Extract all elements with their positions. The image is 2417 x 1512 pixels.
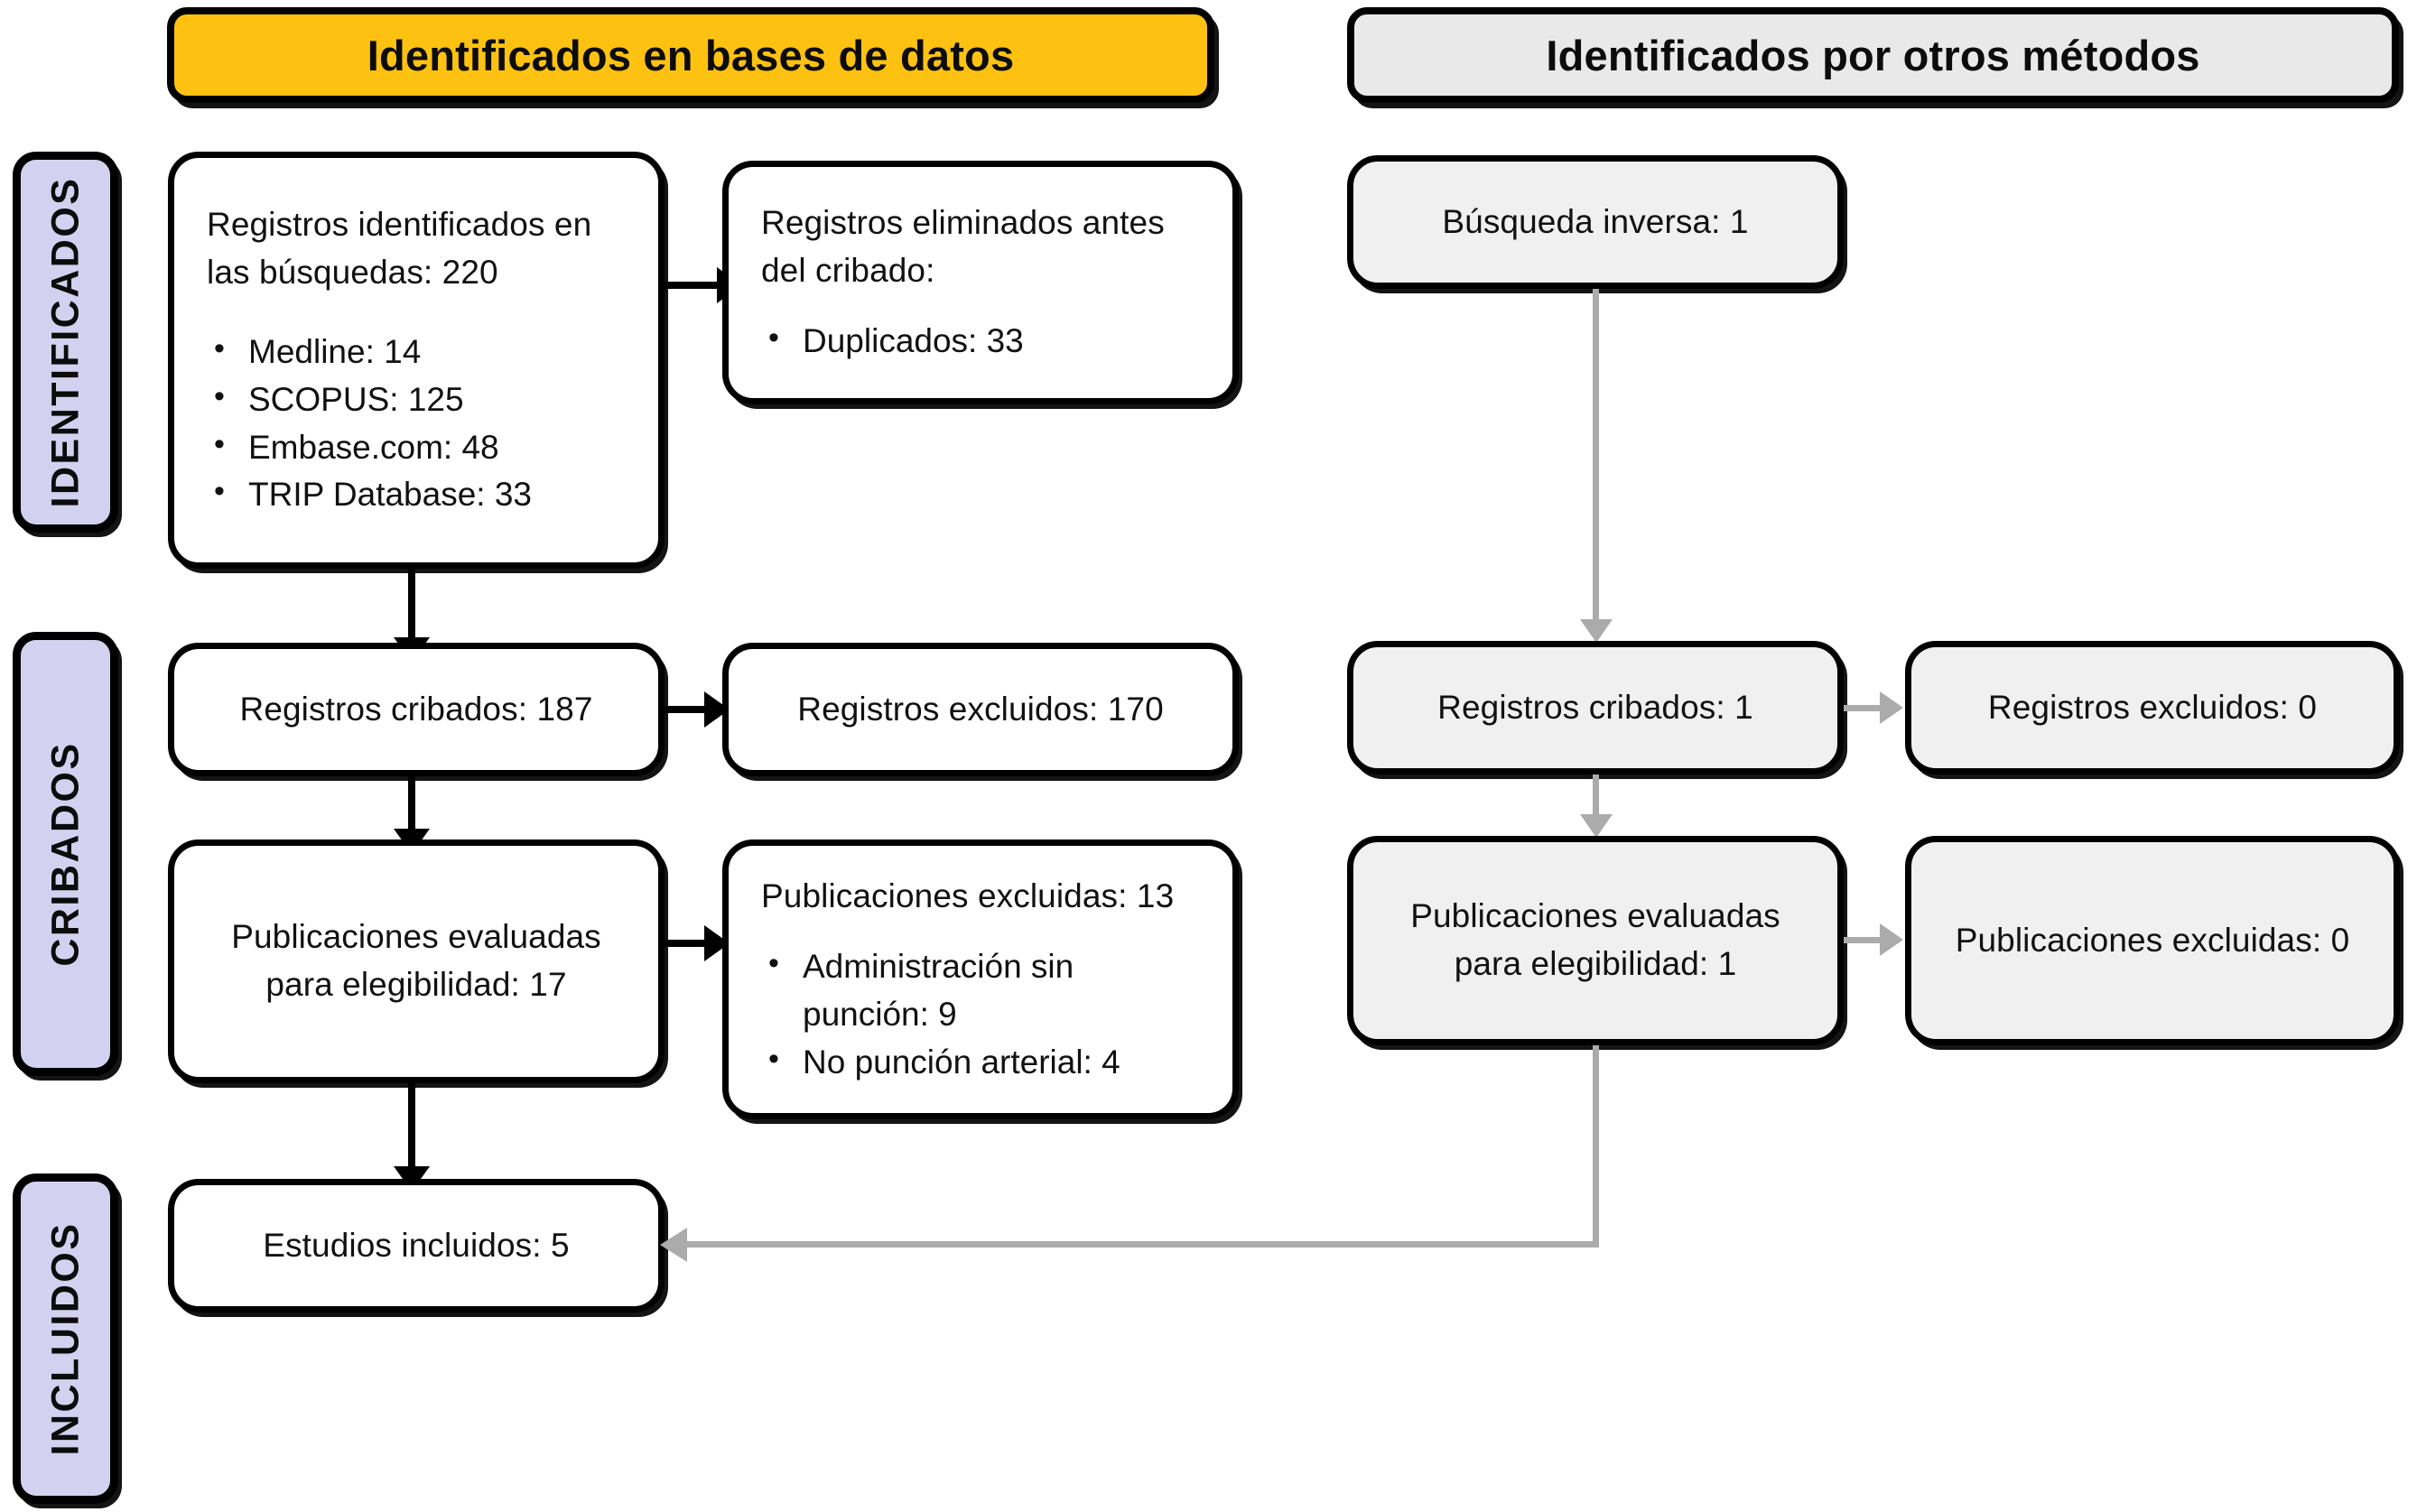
arrow-other-to-included-horizontal bbox=[686, 1241, 1599, 1248]
node-records-excluded: Registros excluidos: 170 bbox=[722, 643, 1239, 776]
node-records-identified: Registros identificados en las búsquedas… bbox=[168, 152, 665, 569]
node-records-screened: Registros cribados: 187 bbox=[168, 643, 665, 776]
publications-excluded-heading: Publicaciones excluidas: 13 bbox=[761, 877, 1175, 914]
header-identified-other-methods: Identificados por otros métodos bbox=[1347, 7, 2399, 103]
arrow-other-to-included-vertical bbox=[1593, 1045, 1599, 1248]
source-item: SCOPUS: 125 bbox=[207, 375, 635, 424]
node-records-removed-before-screening: Registros eliminados antes del cribado: … bbox=[722, 161, 1239, 404]
publications-eligibility-line1: Publicaciones evaluadas bbox=[231, 918, 601, 956]
records-removed-line1: Registros eliminados antes bbox=[761, 204, 1165, 242]
node-reverse-search: Búsqueda inversa: 1 bbox=[1347, 155, 1844, 289]
records-removed-line2: del cribado: bbox=[761, 251, 935, 289]
arrow-eligibility-other-to-pubexcluded-line bbox=[1844, 937, 1882, 943]
arrow-eligibility-to-included-line bbox=[408, 1083, 415, 1172]
arrow-screened-to-excluded-line bbox=[665, 706, 706, 713]
records-excluded-other-label: Registros excluidos: 0 bbox=[1987, 688, 2318, 726]
reverse-search-label: Búsqueda inversa: 1 bbox=[1442, 202, 1749, 240]
arrow-screened-other-to-eligibility-head bbox=[1580, 814, 1613, 838]
records-screened-other-label: Registros cribados: 1 bbox=[1437, 688, 1753, 726]
header-identified-databases: Identificados en bases de datos bbox=[167, 7, 1214, 103]
arrow-screened-other-to-excluded-head bbox=[1880, 691, 1903, 724]
publications-excluded-items: Administración sin punción: 9 No punción… bbox=[761, 942, 1209, 1087]
records-identified-line1: Registros identificados en bbox=[207, 206, 592, 244]
source-item: Medline: 14 bbox=[207, 327, 635, 376]
stage-label-incluidos: INCLUIDOS bbox=[13, 1173, 118, 1504]
source-item: Embase.com: 48 bbox=[207, 422, 635, 472]
excluded-reason-item: No punción arterial: 4 bbox=[761, 1037, 1209, 1087]
publications-eligibility-line2: para elegibilidad: 17 bbox=[265, 966, 567, 1003]
node-studies-included: Estudios incluidos: 5 bbox=[168, 1179, 665, 1313]
arrow-identified-to-screened-line bbox=[408, 569, 415, 641]
studies-included-label: Estudios incluidos: 5 bbox=[263, 1226, 570, 1264]
stage-label-cribados-text: CRIBADOS bbox=[43, 741, 87, 967]
excluded-reason-item: Administración sin punción: 9 bbox=[761, 942, 1209, 1038]
arrow-other-to-included-head bbox=[660, 1228, 687, 1262]
arrow-reverse-to-screened-head bbox=[1580, 619, 1613, 643]
publications-eligibility-other-line2: para elegibilidad: 1 bbox=[1454, 945, 1737, 982]
stage-label-incluidos-text: INCLUIDOS bbox=[43, 1221, 87, 1456]
node-records-screened-other: Registros cribados: 1 bbox=[1347, 641, 1844, 775]
stage-label-identificados: IDENTIFICADOS bbox=[13, 152, 118, 533]
stage-label-identificados-text: IDENTIFICADOS bbox=[43, 176, 87, 508]
records-removed-items: Duplicados: 33 bbox=[761, 316, 1209, 366]
arrow-screened-other-to-excluded-line bbox=[1844, 705, 1882, 711]
source-item: TRIP Database: 33 bbox=[207, 469, 635, 519]
arrow-screened-other-to-eligibility-line bbox=[1593, 775, 1599, 818]
node-publications-excluded: Publicaciones excluidas: 13 Administraci… bbox=[722, 839, 1239, 1119]
node-publications-eligibility: Publicaciones evaluadas para elegibilida… bbox=[168, 839, 665, 1083]
records-excluded-label: Registros excluidos: 170 bbox=[797, 690, 1164, 728]
node-publications-excluded-other: Publicaciones excluidas: 0 bbox=[1905, 836, 2400, 1045]
stage-label-cribados: CRIBADOS bbox=[13, 632, 118, 1076]
arrow-reverse-to-screened-line bbox=[1593, 289, 1599, 623]
records-identified-sources: Medline: 14 SCOPUS: 125 Embase.com: 48 T… bbox=[207, 327, 635, 519]
publications-excluded-other-label: Publicaciones excluidas: 0 bbox=[1955, 921, 2350, 959]
arrow-screened-to-eligibility-line bbox=[408, 776, 415, 832]
header-identified-databases-label: Identificados en bases de datos bbox=[367, 31, 1015, 79]
arrow-identified-to-removed-line bbox=[665, 282, 719, 289]
node-publications-eligibility-other: Publicaciones evaluadas para elegibilida… bbox=[1347, 836, 1844, 1045]
publications-eligibility-other-line1: Publicaciones evaluadas bbox=[1410, 897, 1780, 935]
arrow-eligibility-other-to-pubexcluded-head bbox=[1880, 923, 1903, 956]
arrow-eligibility-to-pubexcluded-line bbox=[665, 940, 706, 947]
header-identified-other-methods-label: Identificados por otros métodos bbox=[1546, 31, 2200, 79]
removed-item: Duplicados: 33 bbox=[761, 316, 1209, 366]
node-records-excluded-other: Registros excluidos: 0 bbox=[1905, 641, 2400, 775]
records-identified-line2: las búsquedas: 220 bbox=[207, 253, 498, 291]
records-screened-label: Registros cribados: 187 bbox=[239, 690, 593, 728]
